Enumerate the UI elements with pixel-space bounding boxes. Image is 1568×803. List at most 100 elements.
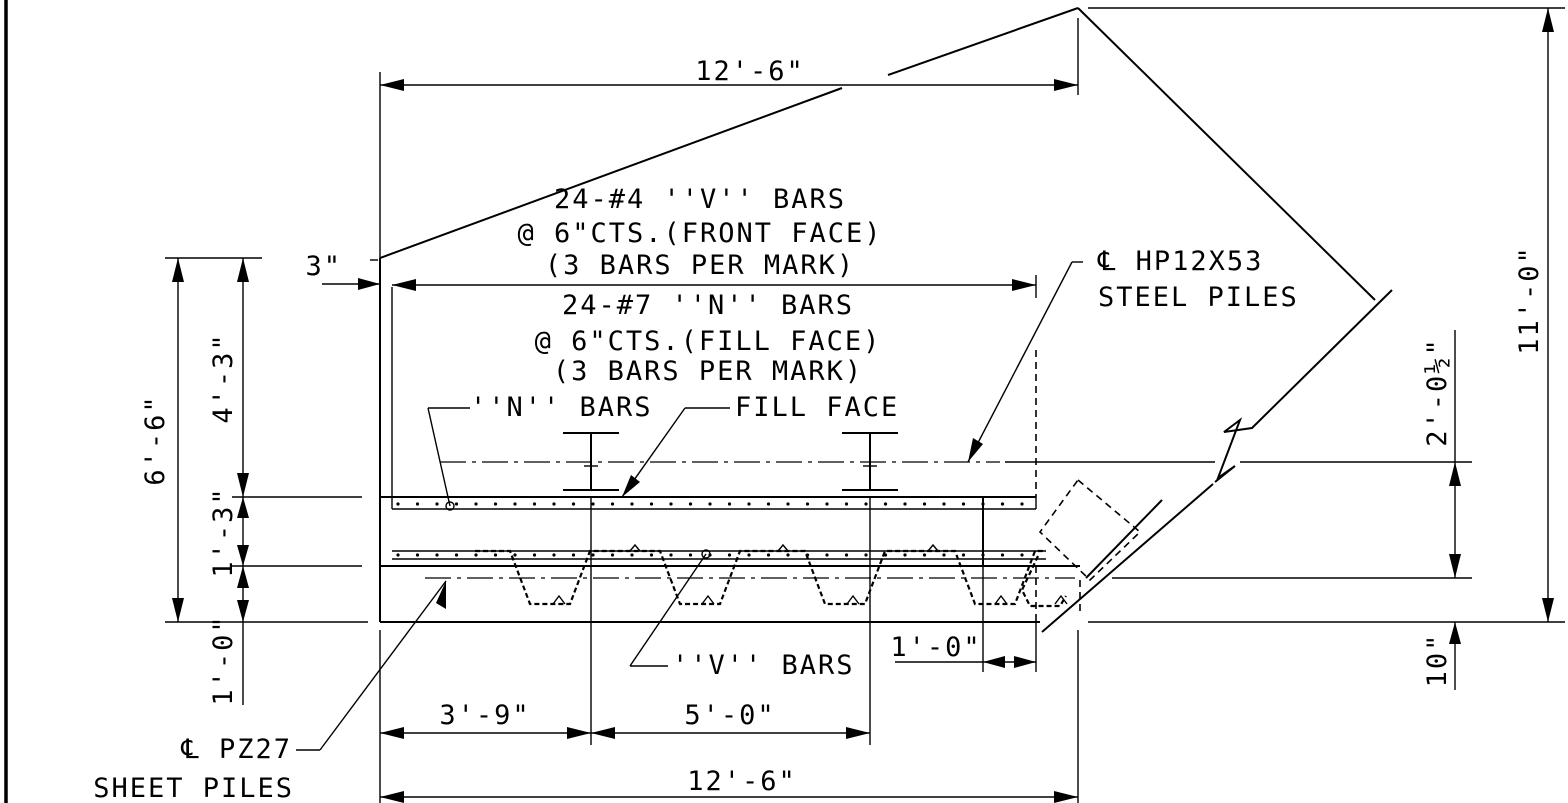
rebar-dot xyxy=(474,553,478,557)
rebar-dot xyxy=(610,502,615,506)
sheet-pile-tail xyxy=(1020,555,1067,608)
dim-left-offset-label: 3" xyxy=(305,251,342,282)
rebar-dot xyxy=(571,553,576,557)
rebar-dot xyxy=(669,553,673,557)
sheet-piles-note-line2: SHEET PILES xyxy=(93,773,294,803)
dim-bottom-spacings xyxy=(379,630,1079,803)
rebar-dot xyxy=(747,502,751,506)
rebar-dot xyxy=(844,553,849,557)
rebar-dot xyxy=(747,553,751,557)
dim-right-edge xyxy=(895,566,1037,672)
rebar-dot xyxy=(571,502,576,506)
wingwall-outline xyxy=(379,7,1393,633)
rebar-dot xyxy=(981,502,985,506)
rebar-dot xyxy=(435,502,439,506)
dim-spacing-first-label: 3'-9" xyxy=(439,700,530,731)
sheet-pile-ticks xyxy=(552,543,1068,605)
dim-top-overall-label: 12'-6" xyxy=(695,56,805,87)
rebar-dot xyxy=(786,553,790,557)
n-bars-note-line2: @ 6"CTS.(FILL FACE) xyxy=(535,326,882,357)
leader-n-bars xyxy=(427,407,470,511)
rebar-dot xyxy=(903,502,907,506)
rebar-dot xyxy=(454,502,459,506)
rebar-dot xyxy=(630,502,634,506)
dim-bottom-overall-label: 12'-6" xyxy=(687,766,797,797)
leader-v-bars xyxy=(629,549,711,667)
sheet-piles-note-line1: ℄ PZ27 xyxy=(180,734,292,765)
rebar-dot xyxy=(786,502,790,506)
dim-rebar-extent xyxy=(392,275,1037,298)
rebar-dot xyxy=(825,553,829,557)
dim-upper-height-label: 4'-3" xyxy=(208,332,239,423)
rebar-dot xyxy=(669,502,673,506)
dim-bottom-right-label: 10" xyxy=(1422,633,1453,688)
dim-right-side xyxy=(1005,7,1565,690)
n-bars-note-line3: (3 BARS PER MARK) xyxy=(553,356,863,387)
dim-mid-height-label: 1'-3" xyxy=(208,486,239,577)
dim-overall-height-right-label: 11'-0" xyxy=(1514,245,1545,355)
rebar-dot xyxy=(942,502,946,506)
n-bars-dots xyxy=(396,502,1024,506)
rebar-dot xyxy=(396,502,400,506)
rebar-dot xyxy=(766,553,771,557)
rebar-dot xyxy=(864,553,868,557)
dim-top-overall xyxy=(379,18,1079,258)
dim-total-height-label: 6'-6" xyxy=(140,394,171,485)
leader-steel-piles xyxy=(967,261,1083,463)
rebar-dot xyxy=(1020,502,1024,506)
v-bars-note-line2: @ 6"CTS.(FRONT FACE) xyxy=(517,218,882,249)
rebar-dot xyxy=(903,553,907,557)
rebar-dot xyxy=(396,553,400,557)
rebar-dot xyxy=(630,553,634,557)
rebar-dot xyxy=(474,502,478,506)
rebar-dot xyxy=(1020,553,1024,557)
leader-fill-face xyxy=(621,407,730,498)
dim-right-edge-label: 1'-0" xyxy=(890,632,981,663)
rebar-dot xyxy=(552,502,556,506)
rebar-dot xyxy=(766,502,771,506)
steel-piles-note-line1: ℄ HP12X53 xyxy=(1097,246,1263,277)
rebar-dot xyxy=(454,553,459,557)
dim-left-offset xyxy=(322,259,380,290)
rebar-dot xyxy=(415,553,420,557)
steel-piles-note-line2: STEEL PILES xyxy=(1098,282,1299,313)
rebar-dot xyxy=(825,502,829,506)
rebar-dot xyxy=(591,502,595,506)
v-bars-note-line3: (3 BARS PER MARK) xyxy=(545,250,855,281)
rebar-dot xyxy=(493,502,498,506)
pile-cap-body xyxy=(380,287,1080,623)
rebar-dot xyxy=(727,553,732,557)
rebar-dot xyxy=(844,502,849,506)
fill-face-callout-label: FILL FACE xyxy=(735,392,899,423)
rebar-dot xyxy=(688,502,693,506)
rebar-dot xyxy=(591,553,595,557)
rebar-dot xyxy=(610,553,615,557)
rebar-dot xyxy=(688,553,693,557)
dim-below-base-label: 1'-0" xyxy=(208,614,239,705)
rebar-dot xyxy=(435,553,439,557)
rebar-dot xyxy=(883,502,888,506)
rebar-dot xyxy=(922,502,927,506)
rebar-dot xyxy=(727,502,732,506)
rebar-dot xyxy=(1000,502,1005,506)
rebar-dot xyxy=(532,502,537,506)
dim-left-stack xyxy=(165,257,368,705)
rebar-dot xyxy=(415,502,420,506)
n-bars-note-line1: 24-#7 ''N'' BARS xyxy=(562,290,854,321)
rebar-dot xyxy=(649,502,654,506)
rebar-dot xyxy=(864,502,868,506)
rebar-dot xyxy=(805,502,810,506)
rebar-dot xyxy=(942,553,946,557)
rebar-dot xyxy=(961,553,966,557)
rebar-dot xyxy=(532,553,537,557)
rebar-dot xyxy=(493,553,498,557)
v-bars-callout-label: ''V'' BARS xyxy=(672,650,855,681)
rebar-dot xyxy=(552,553,556,557)
leader-sheet-piles xyxy=(296,580,447,751)
rebar-dot xyxy=(922,553,927,557)
rebar-dot xyxy=(513,553,517,557)
rebar-dot xyxy=(513,502,517,506)
rebar-dot xyxy=(981,553,985,557)
rebar-dot xyxy=(961,502,966,506)
